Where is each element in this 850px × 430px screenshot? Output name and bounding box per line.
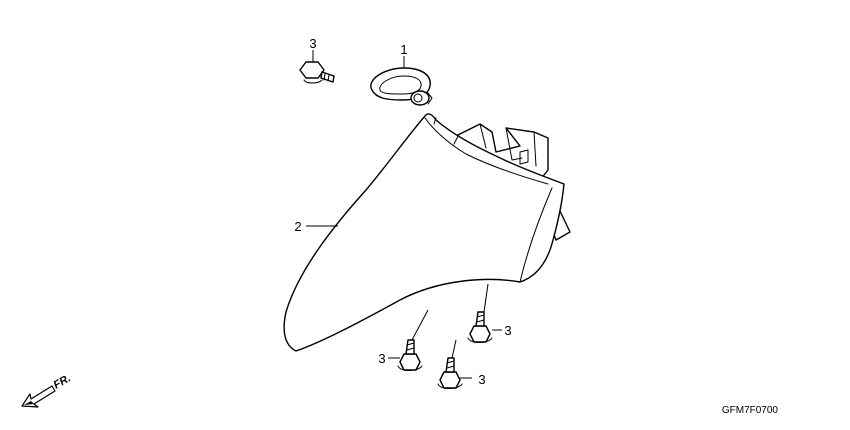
callout-3-right: 3 (504, 323, 511, 338)
callout-1: 1 (400, 42, 407, 57)
bolt-bottom (437, 357, 463, 389)
bolt-lower-left (397, 339, 423, 371)
callout-3-bottom: 3 (478, 372, 485, 387)
callout-3-lower-left: 3 (378, 351, 385, 366)
direction-label: FR. (52, 372, 73, 391)
hook (370, 67, 433, 106)
bolt-right (467, 311, 493, 343)
callout-2: 2 (294, 219, 301, 234)
leader-lines (306, 50, 502, 379)
callout-3-top: 3 (309, 36, 316, 51)
bolt-top (299, 61, 335, 84)
front-direction-arrow-icon (21, 385, 56, 408)
drawing-code: GFM7F0700 (722, 405, 779, 416)
front-fender (283, 113, 571, 352)
